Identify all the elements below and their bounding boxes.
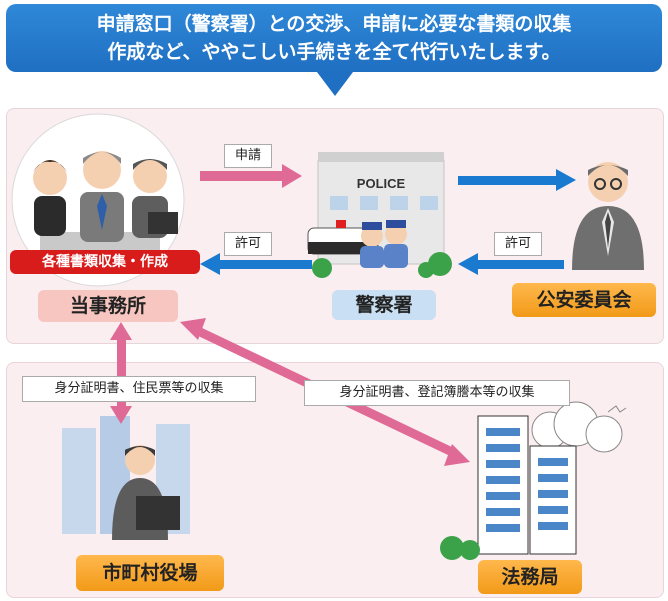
permit-police-label: 許可 [224, 232, 272, 256]
legal-bureau-illustration [440, 401, 627, 560]
banner-pointer [317, 72, 353, 96]
permit-commission-arrow [458, 253, 564, 275]
banner-line-1: 申請窓口（警察署）との交渉、申請に必要な書類の収集 [96, 13, 572, 35]
office-services-tag: 各種書類収集・作成 [10, 250, 200, 274]
police-sign: POLICE [357, 176, 406, 191]
office-staff-illustration [11, 113, 185, 287]
apply-label: 申請 [224, 144, 272, 168]
commission-label: 公安委員会 [512, 283, 656, 317]
police-label: 警察署 [332, 290, 436, 320]
banner-line-2: 作成など、ややこしい手続きを全て代行いたします。 [107, 41, 561, 63]
police-station-illustration: POLICE [307, 152, 452, 278]
city-hall-label: 市町村役場 [76, 555, 224, 591]
office-label: 当事務所 [38, 290, 178, 322]
commission-official-illustration [572, 162, 644, 270]
legal-bureau-label: 法務局 [478, 560, 582, 594]
forward-arrow [458, 169, 576, 191]
permit-police-arrow [200, 253, 312, 275]
city-hall-illustration [62, 416, 190, 540]
permit-commission-label: 許可 [494, 232, 542, 256]
header-banner: 申請窓口（警察署）との交渉、申請に必要な書類の収集 作成など、ややこしい手続きを… [6, 4, 662, 72]
legal-docs-label: 身分証明書、登記簿謄本等の収集 [304, 380, 570, 406]
apply-arrow [200, 164, 302, 188]
city-docs-label: 身分証明書、住民票等の収集 [22, 376, 256, 402]
city-docs-arrow [110, 322, 132, 424]
